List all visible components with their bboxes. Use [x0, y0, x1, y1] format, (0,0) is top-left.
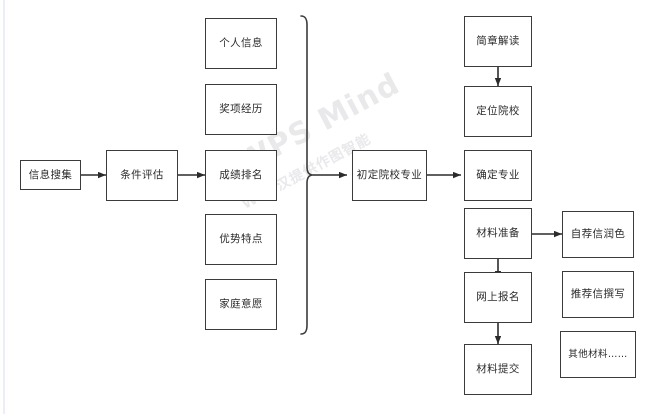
node-brochure-reading[interactable]: 简章解读: [464, 16, 532, 67]
node-award-history[interactable]: 奖项经历: [205, 84, 277, 135]
node-other-materials-label: 其他材料……: [568, 348, 628, 360]
node-other-materials[interactable]: 其他材料……: [560, 331, 636, 378]
node-strengths-label: 优势特点: [219, 233, 263, 246]
group-brace: [300, 15, 314, 335]
node-material-submit-label: 材料提交: [476, 363, 520, 376]
node-award-history-label: 奖项经历: [219, 103, 263, 116]
node-rec-letter-write-label: 推荐信撰写: [570, 288, 626, 301]
node-family-wish[interactable]: 家庭意愿: [205, 279, 277, 330]
node-preliminary-school-label: 初定院校专业: [356, 169, 423, 182]
node-grade-rank-label: 成绩排名: [219, 169, 263, 182]
node-locate-school[interactable]: 定位院校: [464, 86, 532, 137]
node-start[interactable]: 信息搜集: [20, 160, 81, 190]
node-confirm-major-label: 确定专业: [476, 169, 520, 182]
node-start-label: 信息搜集: [28, 168, 73, 181]
node-evaluate[interactable]: 条件评估: [106, 150, 178, 201]
node-personal-info-label: 个人信息: [219, 37, 263, 50]
node-evaluate-label: 条件评估: [120, 169, 164, 182]
node-material-prep[interactable]: 材料准备: [464, 208, 532, 259]
node-strengths[interactable]: 优势特点: [205, 214, 277, 265]
node-online-apply[interactable]: 网上报名: [464, 272, 532, 323]
page-left-edge: [3, 0, 5, 414]
node-material-prep-label: 材料准备: [476, 227, 520, 240]
node-rec-letter-write[interactable]: 推荐信撰写: [562, 271, 634, 318]
node-personal-info[interactable]: 个人信息: [205, 18, 277, 69]
node-locate-school-label: 定位院校: [476, 105, 520, 118]
node-online-apply-label: 网上报名: [476, 291, 520, 304]
node-confirm-major[interactable]: 确定专业: [464, 150, 532, 201]
node-self-rec-polish-label: 自荐信润色: [570, 228, 626, 241]
node-family-wish-label: 家庭意愿: [219, 298, 263, 311]
node-material-submit[interactable]: 材料提交: [464, 344, 532, 395]
node-brochure-reading-label: 简章解读: [476, 35, 520, 48]
node-self-rec-polish[interactable]: 自荐信润色: [562, 211, 634, 258]
node-preliminary-school[interactable]: 初定院校专业: [352, 150, 427, 201]
node-grade-rank[interactable]: 成绩排名: [205, 150, 277, 201]
